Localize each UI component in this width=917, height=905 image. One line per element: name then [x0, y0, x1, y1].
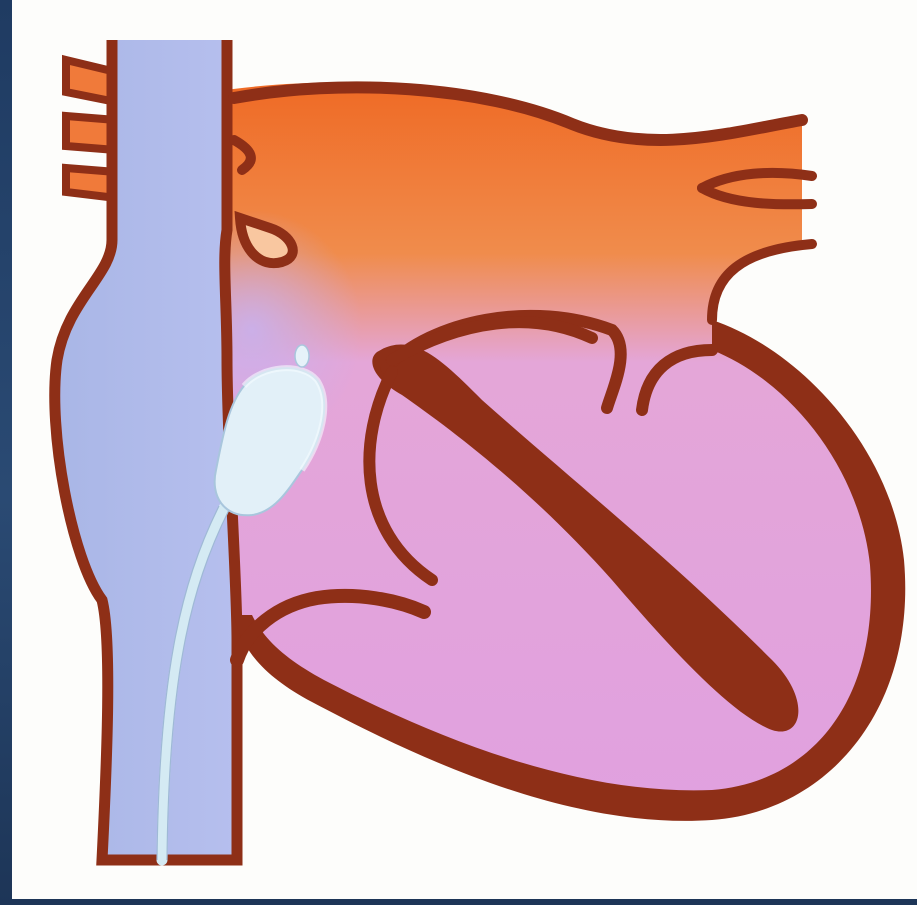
vena-cava	[55, 40, 237, 860]
balloon-tip	[295, 345, 309, 367]
heart-diagram	[12, 0, 917, 899]
figure-canvas	[12, 0, 917, 899]
